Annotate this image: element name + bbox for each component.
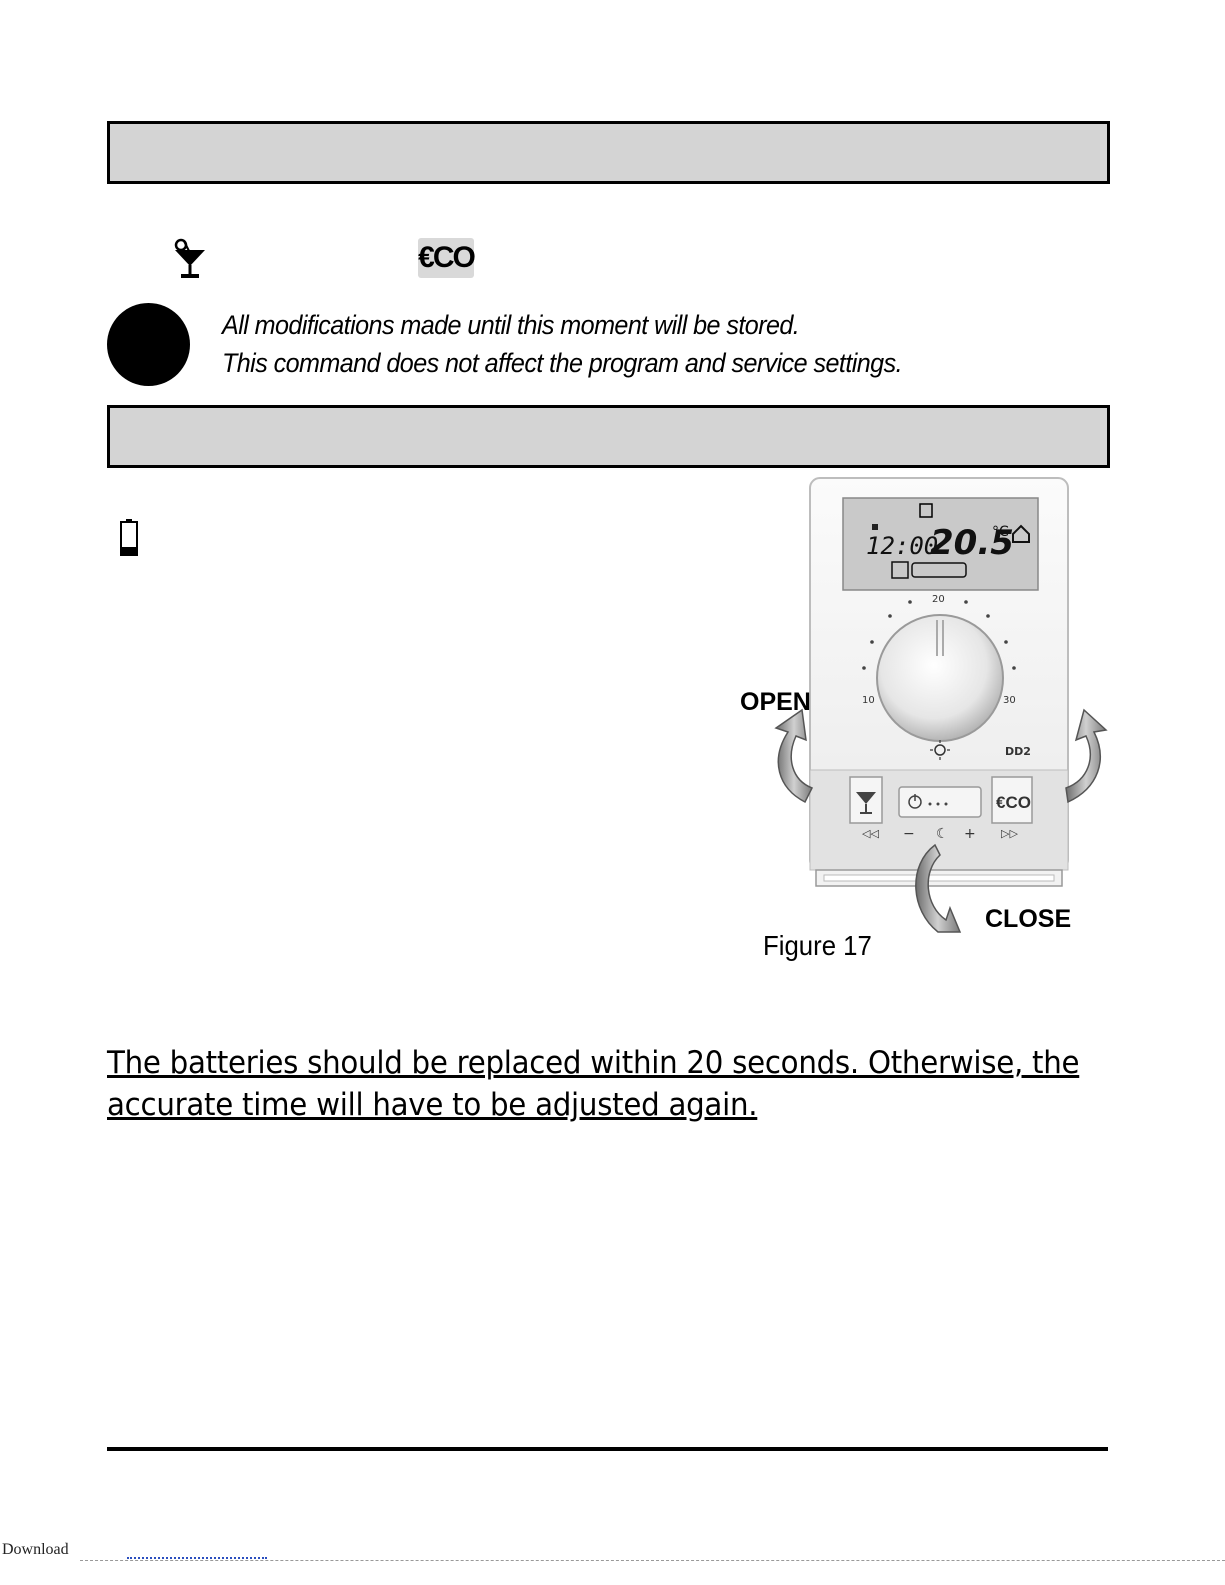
cocktail-icon (170, 238, 210, 280)
open-label: OPEN (740, 688, 811, 716)
svg-text:20: 20 (932, 594, 945, 605)
svg-text:DD2: DD2 (1005, 745, 1031, 758)
svg-text:°C: °C (992, 524, 1009, 540)
eco-icon: €CO (418, 238, 476, 278)
svg-text:+: + (964, 826, 976, 842)
section-header-bar-2 (107, 405, 1110, 468)
figure-caption: Figure 17 (763, 930, 872, 961)
thermostat-figure: 12:00 20.5 °C 20 10 30 DD2 (730, 470, 1120, 940)
download-link-underline[interactable] (127, 1557, 267, 1559)
section-header-bar-1 (107, 121, 1110, 184)
close-label: CLOSE (985, 905, 1072, 933)
svg-text:−: − (903, 826, 915, 842)
svg-text:12:00: 12:00 (866, 532, 938, 560)
svg-text:◁◁: ◁◁ (862, 827, 879, 840)
footer-divider (80, 1560, 1225, 1561)
download-link[interactable]: Download (2, 1541, 69, 1558)
battery-warning-line-2: accurate time will have to be adjusted a… (107, 1087, 758, 1123)
note-line-1: All modifications made until this moment… (222, 310, 800, 340)
svg-text:☾: ☾ (936, 826, 949, 842)
svg-text:10: 10 (862, 695, 875, 706)
battery-warning-line-1: The batteries should be replaced within … (107, 1045, 1080, 1081)
warning-dot-icon (107, 303, 190, 386)
svg-text:€CO: €CO (996, 793, 1031, 812)
battery-low-icon (119, 518, 139, 558)
footer-rule (107, 1447, 1108, 1451)
svg-text:▷▷: ▷▷ (1001, 827, 1018, 840)
note-line-2: This command does not affect the program… (222, 348, 903, 378)
svg-text:30: 30 (1003, 695, 1016, 706)
svg-text:20.5: 20.5 (930, 523, 1014, 563)
